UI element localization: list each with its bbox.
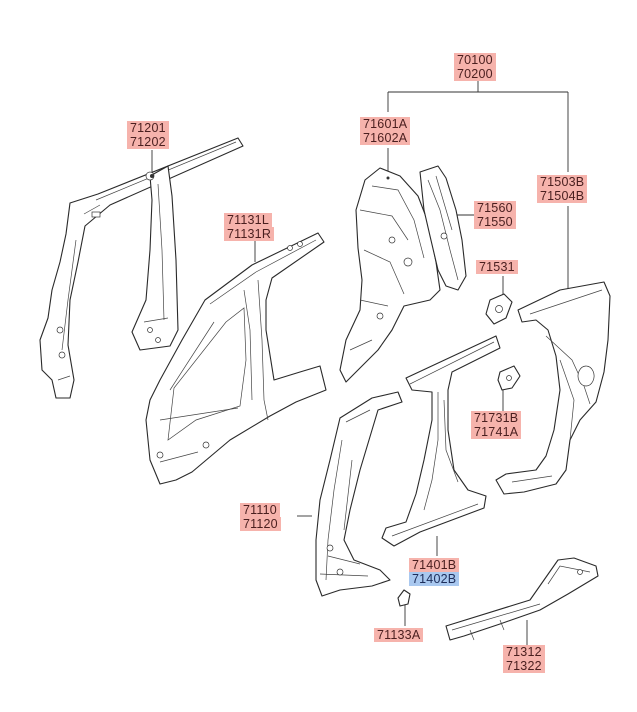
label-71312[interactable]: 71312 — [503, 645, 545, 659]
side-sill-part[interactable] — [445, 557, 599, 641]
label-71402b[interactable]: 71402B — [409, 572, 460, 586]
label-71120[interactable]: 71120 — [240, 517, 281, 531]
label-71504b[interactable]: 71504B — [537, 189, 588, 203]
label-71503b[interactable]: 71503B — [537, 175, 588, 189]
label-71202[interactable]: 71202 — [127, 135, 169, 149]
label-71110[interactable]: 71110 — [240, 503, 280, 517]
small-bracket-part[interactable] — [485, 293, 513, 325]
junction-marks — [150, 174, 390, 180]
label-71201[interactable]: 71201 — [127, 121, 169, 135]
label-71602a[interactable]: 71602A — [360, 131, 411, 145]
clip-part[interactable] — [397, 589, 411, 607]
side-outer-part[interactable] — [145, 232, 327, 485]
quarter-outer-part[interactable] — [495, 281, 611, 495]
label-71322[interactable]: 71322 — [503, 659, 545, 673]
label-71560[interactable]: 71560 — [474, 201, 516, 215]
center-pillar-part[interactable] — [381, 335, 501, 547]
label-71731b[interactable]: 71731B — [471, 411, 522, 425]
label-71401b[interactable]: 71401B — [409, 558, 460, 572]
label-71131r[interactable]: 71131R — [224, 227, 275, 241]
fuel-bracket-part[interactable] — [497, 365, 521, 391]
quarter-extension-part[interactable] — [419, 165, 467, 291]
quarter-inner-part[interactable] — [339, 167, 441, 383]
leader-lines — [151, 81, 569, 646]
label-70200[interactable]: 70200 — [454, 67, 496, 81]
label-71741a[interactable]: 71741A — [471, 425, 522, 439]
front-pillar-part[interactable] — [315, 391, 403, 597]
label-71601a[interactable]: 71601A — [360, 117, 411, 131]
label-71531[interactable]: 71531 — [476, 260, 518, 274]
roof-rail-part[interactable] — [39, 137, 244, 399]
label-71133a[interactable]: 71133A — [374, 628, 424, 642]
label-70100[interactable]: 70100 — [454, 53, 496, 67]
label-71131l[interactable]: 71131L — [224, 213, 272, 227]
label-71550[interactable]: 71550 — [474, 215, 516, 229]
